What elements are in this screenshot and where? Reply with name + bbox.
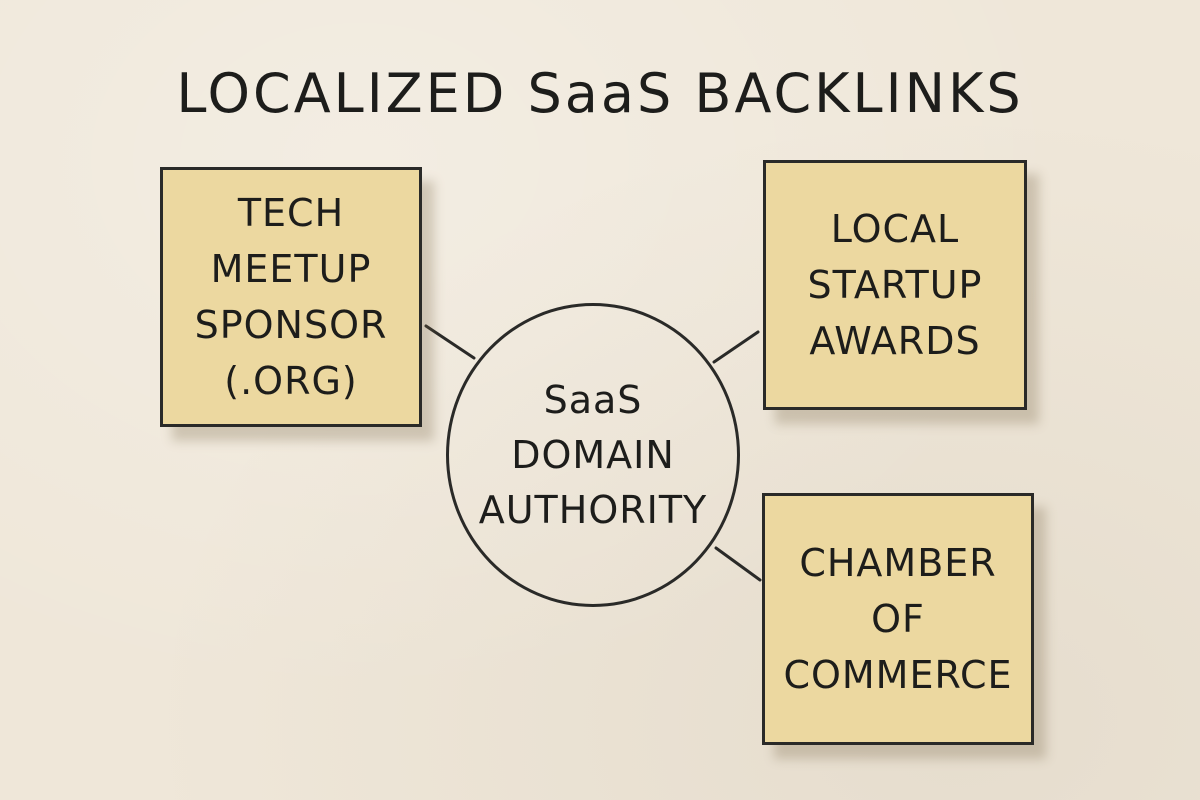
node-chamber-of-commerce: CHAMBER OF COMMERCE: [762, 493, 1034, 745]
node-label-line: COMMERCE: [783, 653, 1013, 697]
node-label-line: SPONSOR: [194, 303, 388, 347]
hub-saas-domain-authority: SaaS DOMAIN AUTHORITY: [446, 303, 740, 607]
node-label-line: AWARDS: [809, 319, 981, 363]
node-label-line: TECH: [237, 191, 345, 235]
node-local-startup-awards: LOCAL STARTUP AWARDS: [763, 160, 1027, 410]
connector-chamber: [714, 546, 762, 582]
connector-startup-awards: [712, 330, 760, 364]
node-tech-meetup-sponsor: TECH MEETUP SPONSOR (.ORG): [160, 167, 422, 427]
connector-tech-meetup: [424, 324, 476, 360]
node-label-line: OF: [871, 597, 925, 641]
hub-label-line: AUTHORITY: [478, 487, 708, 532]
node-label-line: CHAMBER: [799, 541, 997, 585]
node-label-line: (.ORG): [224, 359, 358, 403]
node-label-line: STARTUP: [807, 263, 983, 307]
node-label-line: LOCAL: [830, 207, 960, 251]
hub-label-line: SaaS: [543, 377, 643, 422]
diagram-title: LOCALIZED SaaS BACKLINKS: [176, 62, 1024, 125]
hub-label-line: DOMAIN: [511, 432, 675, 477]
node-label-line: MEETUP: [210, 247, 372, 291]
